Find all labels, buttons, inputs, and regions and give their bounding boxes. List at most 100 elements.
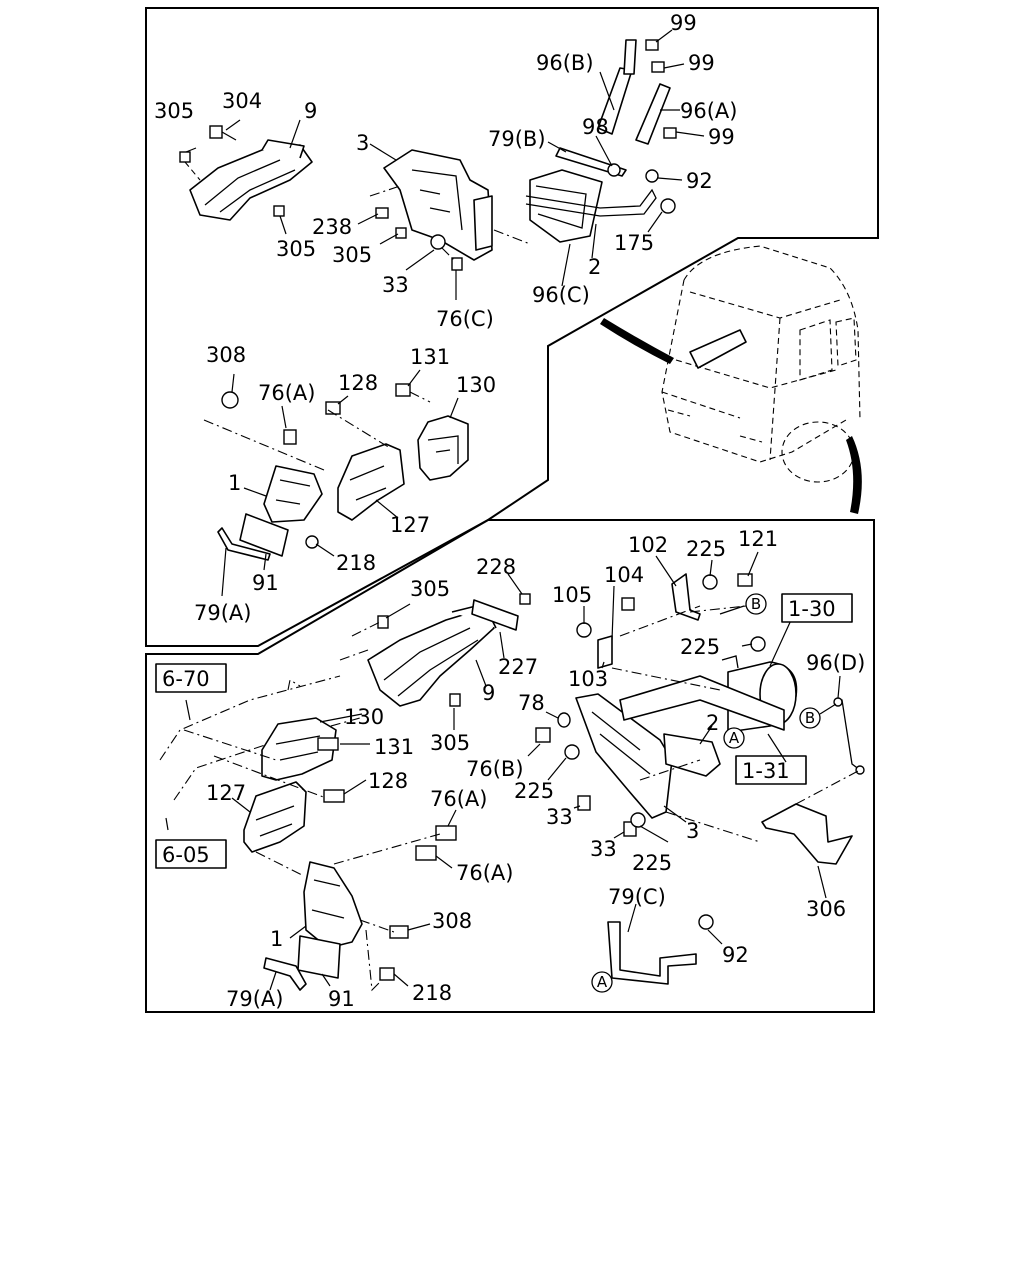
- label-304: 304: [222, 89, 262, 113]
- label-305-upper-b: 305: [276, 237, 316, 261]
- part-130-upper: [417, 415, 469, 481]
- bolt-218-lower: [379, 967, 395, 981]
- nut-98: [607, 163, 621, 177]
- label-305-upper-a: 305: [154, 99, 194, 123]
- label-92-upper: 92: [686, 169, 713, 193]
- bolt-305-lower-a: [377, 615, 389, 629]
- label-33-upper: 33: [382, 273, 409, 297]
- label-91-upper: 91: [252, 571, 279, 595]
- bolt-99-low: [663, 127, 677, 139]
- marker-a-upper: A: [723, 727, 745, 749]
- label-305-upper-c: 305: [332, 243, 372, 267]
- ref-box-6-70: 6-70: [155, 663, 227, 693]
- label-78: 78: [518, 691, 545, 715]
- label-225-mid: 225: [680, 635, 720, 659]
- label-218-upper: 218: [336, 551, 376, 575]
- nut-225-low: [564, 744, 580, 760]
- part-1-lower: [303, 861, 363, 949]
- label-9-lower: 9: [482, 681, 495, 705]
- nut-92-lower: [698, 914, 714, 930]
- label-79c: 79(C): [608, 885, 666, 909]
- label-76c: 76(C): [436, 307, 494, 331]
- bolt-99-mid: [651, 61, 665, 73]
- part-96c-rod: [525, 188, 657, 217]
- bolt-238: [375, 207, 389, 219]
- bolt-131-upper: [395, 383, 411, 397]
- bolt-33-lower-a: [577, 795, 591, 811]
- part-127-lower: [243, 781, 307, 853]
- nut-225-bottom: [630, 812, 646, 828]
- label-9-upper: 9: [304, 99, 317, 123]
- part-79c-bracket: [607, 921, 697, 985]
- label-105: 105: [552, 583, 592, 607]
- part-227: [471, 599, 519, 631]
- label-91-lower: 91: [328, 987, 355, 1011]
- nut-225-mid: [750, 636, 766, 652]
- ref-box-6-05: 6-05: [155, 839, 227, 869]
- svg-text:1-30: 1-30: [788, 597, 836, 621]
- bolt-308-lower: [389, 925, 409, 939]
- bolt-104: [621, 597, 635, 611]
- label-96d: 96(D): [806, 651, 865, 675]
- part-96a-stay: [635, 83, 671, 145]
- svg-text:A: A: [597, 973, 608, 991]
- label-2-lower: 2: [706, 711, 719, 735]
- bolt-76c-upper: [451, 257, 463, 271]
- bolt-76a-lower-1: [435, 825, 457, 841]
- label-76a-lower-2: 76(A): [456, 861, 513, 885]
- label-3-upper: 3: [356, 131, 369, 155]
- label-225-low: 225: [514, 779, 554, 803]
- label-238: 238: [312, 215, 352, 239]
- label-96b: 96(B): [536, 51, 594, 75]
- part-102-bracket: [671, 573, 701, 621]
- label-131-upper: 131: [410, 345, 450, 369]
- label-1-upper: 1: [228, 471, 241, 495]
- bolt-305-lower-left: [273, 205, 285, 217]
- part-3-upper: [383, 149, 493, 261]
- label-76a-lower-1: 76(A): [430, 787, 487, 811]
- label-33-lower-b: 33: [590, 837, 617, 861]
- label-99-mid: 99: [688, 51, 715, 75]
- part-2-lower: [663, 733, 721, 777]
- ref-box-1-30: 1-30: [781, 593, 853, 623]
- part-2-upper: [529, 169, 603, 243]
- bolt-128-lower: [323, 789, 345, 803]
- part-127-upper: [337, 443, 405, 521]
- label-127-lower: 127: [206, 781, 246, 805]
- part-1-upper: [263, 465, 323, 523]
- label-121: 121: [738, 527, 778, 551]
- part-96b-stay: [597, 39, 637, 135]
- nut-225-top: [702, 574, 718, 590]
- upper-labels: 99 96(B) 99 96(A) 99 305 304 9 3 79(B) 9…: [154, 11, 737, 625]
- label-79a-lower: 79(A): [226, 987, 283, 1011]
- label-1-lower: 1: [270, 927, 283, 951]
- marker-a-lower: A: [591, 971, 613, 993]
- label-228: 228: [476, 555, 516, 579]
- nut-175: [660, 198, 676, 214]
- label-308-upper: 308: [206, 343, 246, 367]
- lower-frame: [145, 519, 875, 1013]
- lower-labels: 305 228 227 9 305 102 225 121 105 104 10…: [206, 527, 865, 1011]
- bolt-218-upper: [305, 535, 319, 549]
- label-96a: 96(A): [680, 99, 737, 123]
- bolt-33-upper: [430, 234, 446, 250]
- bolt-228: [519, 593, 531, 605]
- svg-text:B: B: [751, 595, 761, 613]
- label-308-lower: 308: [432, 909, 472, 933]
- part-9-upper: [189, 139, 313, 221]
- svg-text:B: B: [805, 709, 815, 727]
- svg-text:A: A: [729, 729, 740, 747]
- label-33-lower-a: 33: [546, 805, 573, 829]
- upper-frame: [145, 7, 879, 647]
- label-76b: 76(B): [466, 757, 524, 781]
- part-91-upper: [239, 513, 289, 557]
- bolt-99-top: [645, 39, 659, 51]
- label-99-low: 99: [708, 125, 735, 149]
- label-98: 98: [582, 115, 609, 139]
- label-131-lower: 131: [374, 735, 414, 759]
- bolt-131-lower: [317, 737, 339, 751]
- label-227: 227: [498, 655, 538, 679]
- label-130-upper: 130: [456, 373, 496, 397]
